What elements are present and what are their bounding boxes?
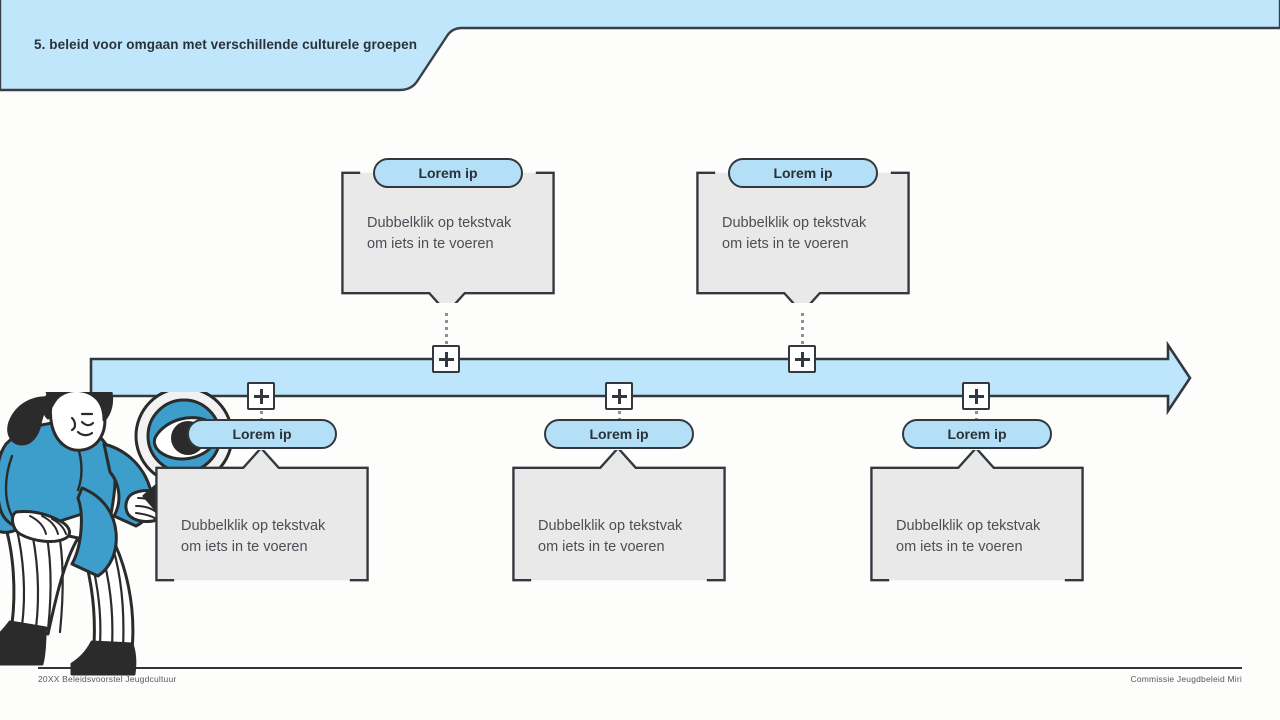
trousers <box>2 520 135 652</box>
plus-icon <box>794 351 810 367</box>
marker-bottom-1[interactable] <box>247 382 275 410</box>
head <box>7 392 114 452</box>
callout-outline <box>870 450 1084 582</box>
callout-pill[interactable]: Lorem ip <box>187 419 337 449</box>
page-title: 5. beleid voor omgaan met verschillende … <box>34 37 418 52</box>
plus-icon <box>438 351 454 367</box>
footer-divider <box>38 667 1242 669</box>
marker-bottom-3[interactable] <box>962 382 990 410</box>
callout-body: Dubbelklik op tekstvak om iets in te voe… <box>870 476 1084 598</box>
plus-icon <box>611 388 627 404</box>
callout-pill[interactable]: Lorem ip <box>728 158 878 188</box>
callout-text: Dubbelklik op tekstvak om iets in te voe… <box>181 518 326 555</box>
footer-left-text: 20XX Beleidsvoorstel Jeugdcultuur <box>38 674 177 684</box>
callout-text: Dubbelklik op tekstvak om iets in te voe… <box>367 215 512 252</box>
plus-icon <box>253 388 269 404</box>
marker-top-1[interactable] <box>432 345 460 373</box>
callout-outline <box>341 171 555 303</box>
callout-pill[interactable]: Lorem ip <box>373 158 523 188</box>
callout-pill[interactable]: Lorem ip <box>902 419 1052 449</box>
callout-text: Dubbelklik op tekstvak om iets in te voe… <box>538 518 683 555</box>
callout-body: Dubbelklik op tekstvak om iets in te voe… <box>155 476 369 598</box>
callout-body: Dubbelklik op tekstvak om iets in te voe… <box>512 476 726 598</box>
callout-outline <box>696 171 910 303</box>
jacket <box>0 421 154 578</box>
marker-top-2[interactable] <box>788 345 816 373</box>
marker-bottom-2[interactable] <box>605 382 633 410</box>
connector-top-2 <box>801 313 804 346</box>
callout-text: Dubbelklik op tekstvak om iets in te voe… <box>722 215 867 252</box>
left-hand <box>11 510 71 543</box>
callout-text: Dubbelklik op tekstvak om iets in te voe… <box>896 518 1041 555</box>
plus-icon <box>968 388 984 404</box>
footer-right-text: Commissie Jeugdbeleid Miri <box>1130 674 1242 684</box>
callout-outline <box>512 450 726 582</box>
connector-top-1 <box>445 313 448 346</box>
callout-body: Dubbelklik op tekstvak om iets in te voe… <box>341 173 555 295</box>
callout-pill[interactable]: Lorem ip <box>544 419 694 449</box>
callout-body: Dubbelklik op tekstvak om iets in te voe… <box>696 173 910 295</box>
